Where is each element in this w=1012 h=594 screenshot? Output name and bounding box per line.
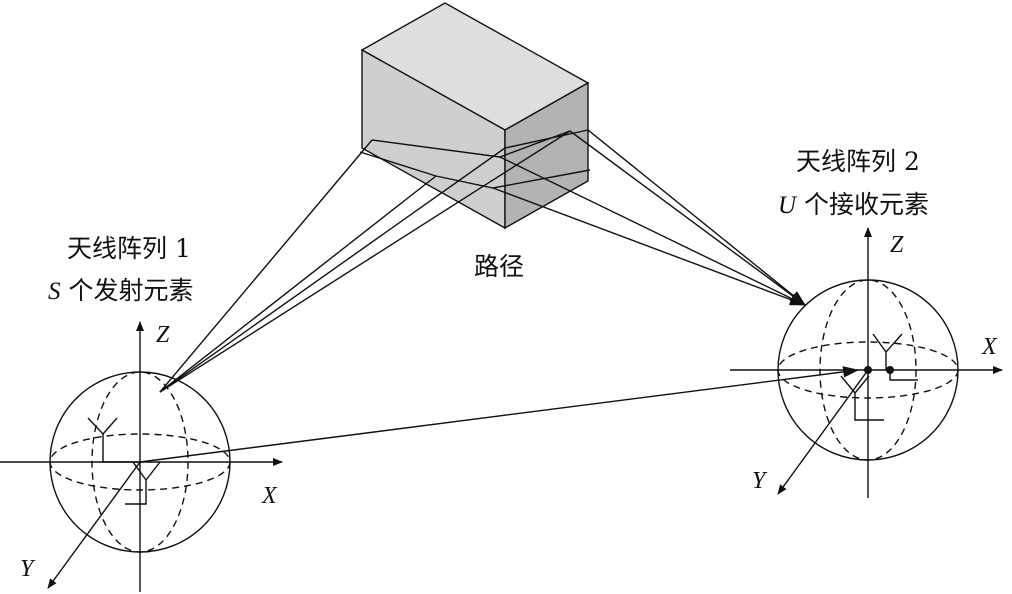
path-line <box>159 130 571 393</box>
path-line <box>159 139 373 393</box>
path-line <box>569 130 806 306</box>
antenna-array-2 <box>730 227 1003 498</box>
array2-x-label: X <box>981 334 998 360</box>
array1-subtitle: S 个发射元素 <box>48 276 193 305</box>
path-line <box>587 129 806 306</box>
array2-z-label: Z <box>890 232 904 258</box>
array1-title: 天线阵列 1 <box>67 234 191 263</box>
scatterer-label: 路径 <box>474 252 524 281</box>
array1-x-label: X <box>261 483 278 509</box>
direct-path-line <box>139 366 860 463</box>
array2-subtitle: U 个接收元素 <box>778 190 929 219</box>
antenna-element-icon <box>125 461 161 505</box>
array1-z-label: Z <box>156 322 170 348</box>
box-side-face <box>504 81 589 230</box>
path-line <box>159 147 506 393</box>
path-line <box>492 187 807 306</box>
antenna-array-1 <box>0 321 283 592</box>
array2-y-label: Y <box>752 468 768 494</box>
scatterer-box <box>359 2 591 230</box>
antenna-element-icon <box>840 366 884 421</box>
antenna-element-icon <box>87 417 140 463</box>
propagation-paths <box>139 129 860 463</box>
array1-y-axis <box>47 461 141 589</box>
path-line <box>159 175 437 393</box>
antenna-element-icon <box>872 333 918 381</box>
array2-title: 天线阵列 2 <box>796 147 920 176</box>
array1-y-label: Y <box>20 556 36 582</box>
array2-y-axis <box>777 369 869 495</box>
path-line <box>499 156 807 306</box>
